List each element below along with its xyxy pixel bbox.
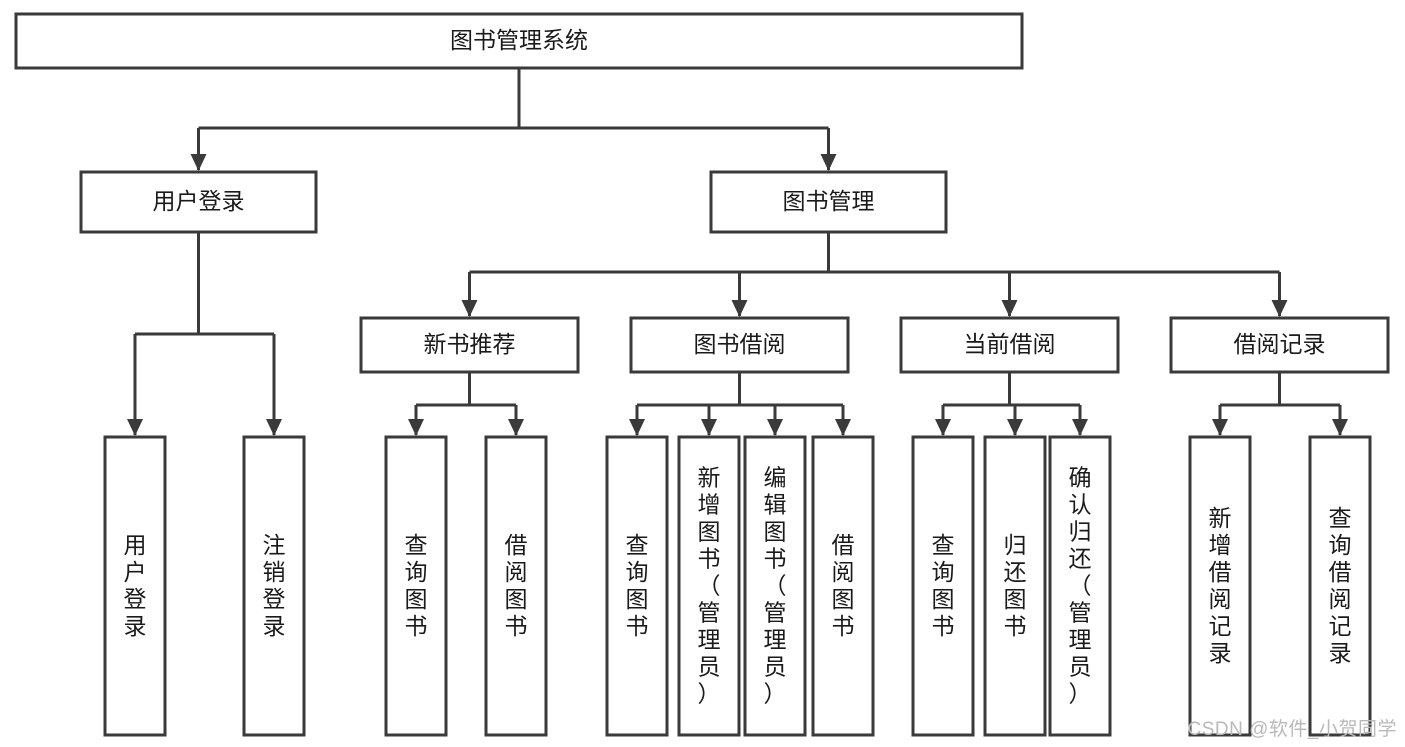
node-label: 图书借阅 bbox=[694, 331, 786, 357]
arrow-head-icon bbox=[935, 419, 951, 436]
node-leaf-2[interactable]: 查询图书 bbox=[384, 435, 448, 737]
node-label: 新增图书（管理员） bbox=[698, 465, 721, 707]
node-leaf-6[interactable]: 编辑图书（管理员） bbox=[743, 435, 807, 737]
arrow-head-icon bbox=[629, 419, 645, 436]
node-label: 查询借阅记录 bbox=[1329, 505, 1352, 666]
node-label: 查询图书 bbox=[626, 532, 649, 639]
arrow-head-icon bbox=[1007, 419, 1023, 436]
node-level3-1[interactable]: 图书借阅 bbox=[629, 316, 850, 374]
node-box bbox=[1308, 435, 1372, 737]
node-label: 用户登录 bbox=[124, 532, 147, 639]
node-leaf-1[interactable]: 注销登录 bbox=[242, 435, 306, 737]
node-leaf-5[interactable]: 新增图书（管理员） bbox=[677, 435, 741, 737]
node-box bbox=[384, 435, 448, 737]
node-label: 当前借阅 bbox=[964, 331, 1056, 357]
node-box bbox=[1169, 316, 1390, 374]
node-box bbox=[1188, 435, 1252, 737]
node-box bbox=[103, 435, 167, 737]
node-box bbox=[359, 316, 580, 374]
arrow-head-icon bbox=[461, 300, 478, 317]
node-leaf-12[interactable]: 查询借阅记录 bbox=[1308, 435, 1372, 737]
node-level3-3[interactable]: 借阅记录 bbox=[1169, 316, 1390, 374]
arrow-head-icon bbox=[820, 154, 837, 171]
arrow-head-icon bbox=[127, 419, 143, 436]
node-label: 借阅图书 bbox=[505, 532, 528, 639]
node-label: 借阅记录 bbox=[1234, 331, 1326, 357]
node-box bbox=[743, 435, 807, 737]
node-label: 图书管理 bbox=[783, 188, 875, 214]
arrow-head-icon bbox=[408, 419, 424, 436]
node-label: 编辑图书（管理员） bbox=[764, 465, 787, 707]
connector-layer bbox=[127, 68, 1348, 436]
node-box bbox=[484, 435, 548, 737]
node-box bbox=[629, 316, 850, 374]
node-level2-0[interactable]: 用户登录 bbox=[79, 170, 318, 234]
node-label: 确认归还（管理员） bbox=[1069, 465, 1092, 707]
node-box bbox=[911, 435, 975, 737]
node-level3-2[interactable]: 当前借阅 bbox=[899, 316, 1120, 374]
node-label: 新增借阅记录 bbox=[1209, 505, 1232, 666]
node-label: 借阅图书 bbox=[832, 532, 855, 639]
node-box bbox=[677, 435, 741, 737]
node-label: 归还图书 bbox=[1004, 532, 1027, 639]
node-label: 用户登录 bbox=[153, 188, 245, 214]
node-leaf-3[interactable]: 借阅图书 bbox=[484, 435, 548, 737]
node-label: 注销登录 bbox=[263, 532, 286, 639]
node-label: 图书管理系统 bbox=[450, 27, 588, 53]
arrow-head-icon bbox=[1332, 419, 1348, 436]
arrow-head-icon bbox=[1072, 419, 1088, 436]
node-leaf-9[interactable]: 归还图书 bbox=[983, 435, 1047, 737]
arrow-head-icon bbox=[508, 419, 524, 436]
arrow-head-icon bbox=[835, 419, 851, 436]
node-label: 新书推荐 bbox=[424, 331, 516, 357]
arrow-head-icon bbox=[1212, 419, 1228, 436]
arrow-head-icon bbox=[701, 419, 717, 436]
arrow-head-icon bbox=[1001, 300, 1018, 317]
node-level2-1[interactable]: 图书管理 bbox=[709, 170, 948, 234]
node-box bbox=[983, 435, 1047, 737]
node-leaf-4[interactable]: 查询图书 bbox=[605, 435, 669, 737]
node-box bbox=[14, 12, 1024, 70]
node-box bbox=[242, 435, 306, 737]
node-box bbox=[79, 170, 318, 234]
node-leaf-10[interactable]: 确认归还（管理员） bbox=[1048, 435, 1112, 737]
node-layer: 图书管理系统用户登录图书管理新书推荐图书借阅当前借阅借阅记录用户登录注销登录查询… bbox=[14, 12, 1390, 737]
arrow-head-icon bbox=[190, 154, 207, 171]
node-box bbox=[709, 170, 948, 234]
node-label: 查询图书 bbox=[932, 532, 955, 639]
node-leaf-0[interactable]: 用户登录 bbox=[103, 435, 167, 737]
node-box bbox=[899, 316, 1120, 374]
node-root[interactable]: 图书管理系统 bbox=[14, 12, 1024, 70]
node-box bbox=[605, 435, 669, 737]
arrow-head-icon bbox=[767, 419, 783, 436]
arrow-head-icon bbox=[266, 419, 282, 436]
arrow-head-icon bbox=[1271, 300, 1288, 317]
arrow-head-icon bbox=[731, 300, 748, 317]
node-box bbox=[1048, 435, 1112, 737]
node-leaf-8[interactable]: 查询图书 bbox=[911, 435, 975, 737]
node-leaf-11[interactable]: 新增借阅记录 bbox=[1188, 435, 1252, 737]
node-leaf-7[interactable]: 借阅图书 bbox=[811, 435, 875, 737]
node-label: 查询图书 bbox=[405, 532, 428, 639]
node-level3-0[interactable]: 新书推荐 bbox=[359, 316, 580, 374]
node-box bbox=[811, 435, 875, 737]
